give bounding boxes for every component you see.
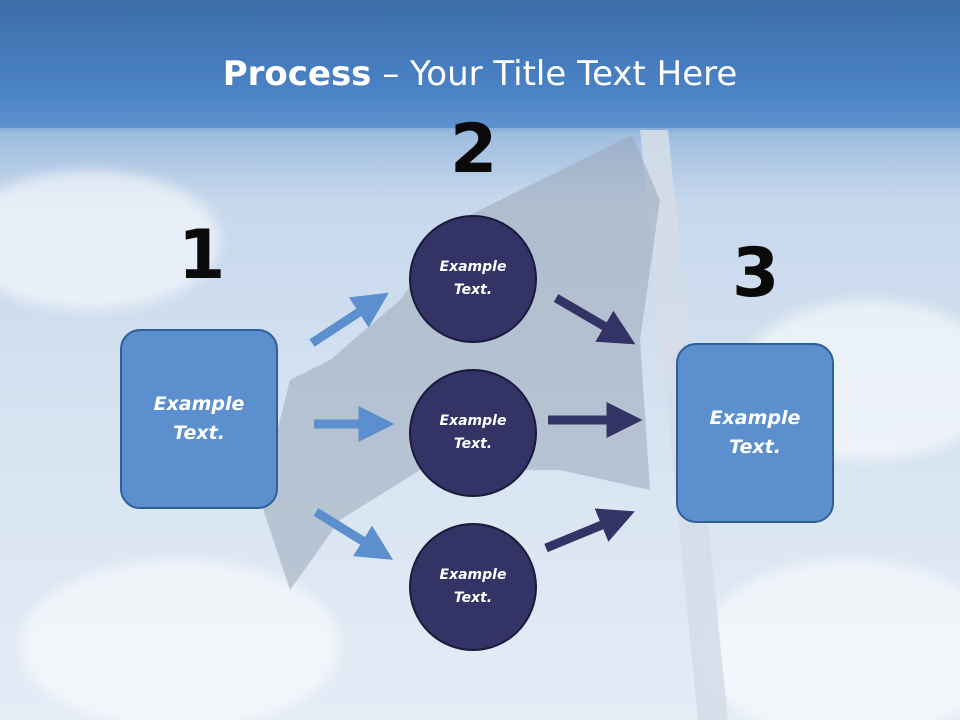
step-number-3: 3 [732, 234, 780, 313]
step-number-2: 2 [450, 110, 498, 189]
arrow-from-circle-1 [553, 294, 636, 345]
arrow-to-circle-1 [309, 292, 389, 347]
cloud-decoration [20, 560, 340, 720]
arrow-from-circle-3 [544, 508, 635, 553]
arrow-to-circle-3 [313, 508, 394, 560]
title-banner [0, 0, 960, 128]
cloud-decoration [700, 560, 960, 720]
cloud-decoration [0, 170, 220, 310]
title-rest: – Your Title Text Here [371, 54, 738, 94]
slide-title: Process – Your Title Text Here [0, 52, 960, 96]
step-number-1: 1 [178, 216, 226, 295]
title-bold: Process [222, 54, 372, 94]
